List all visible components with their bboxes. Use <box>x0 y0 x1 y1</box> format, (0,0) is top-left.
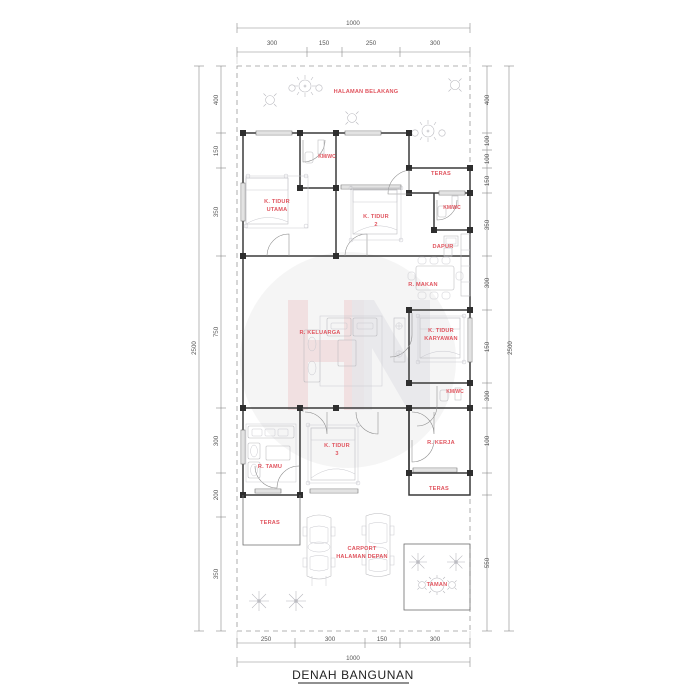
dim-right-total: 2500 <box>507 341 514 355</box>
dim-right-seg-9: 100 <box>484 435 491 446</box>
dim-left-seg-2: 150 <box>213 145 220 156</box>
dim-bottom-seg-3: 150 <box>377 636 388 643</box>
halaman-belakang-area: HALAMAN BELAKANG <box>263 75 462 142</box>
dim-left-seg-3: 350 <box>213 206 220 217</box>
dim-right-seg-6: 300 <box>484 277 491 288</box>
room-label-dapur: DAPUR <box>433 244 454 250</box>
furniture-living-guest <box>245 423 297 483</box>
room-label-kamar-tidur-2-num: 2 <box>374 222 377 228</box>
structural-columns <box>240 130 473 498</box>
room-label-kamar-tidur-utama: K. TIDUR <box>264 199 290 205</box>
furniture-bed-2 <box>348 185 404 243</box>
dimension-bottom: 250 300 150 300 1000 <box>236 631 471 667</box>
dim-bottom-total: 1000 <box>346 655 360 662</box>
page-title: DENAH BANGUNAN <box>292 668 414 682</box>
windows <box>240 130 473 494</box>
dimension-right: 400 100 100 150 350 300 150 300 100 550 … <box>482 65 514 632</box>
furniture-bed-3 <box>305 422 361 486</box>
dimension-left: 2500 400 150 350 750 300 200 350 <box>191 65 226 632</box>
room-label-ruang-tamu: R. TAMU <box>258 464 282 470</box>
palm-symbol <box>249 591 269 611</box>
dim-bottom-seg-1: 250 <box>261 636 272 643</box>
room-label-carport: CARPORT <box>347 546 376 552</box>
room-label-kamar-mandi-2: KM/WC <box>443 205 461 211</box>
palm-symbol <box>447 553 465 571</box>
room-label-halaman-belakang: HALAMAN BELAKANG <box>334 89 399 95</box>
dim-right-seg-3: 100 <box>484 153 491 164</box>
room-label-ruang-keluarga: R. KELUARGA <box>299 330 340 336</box>
palm-symbol <box>409 553 427 571</box>
room-label-kamar-tidur-3: K. TIDUR <box>324 443 350 449</box>
room-label-teras-depan: TERAS <box>260 520 280 526</box>
furniture-cabinet <box>393 317 406 363</box>
watermark <box>240 252 456 468</box>
plant-symbol <box>448 78 462 92</box>
furniture-bathroom-right <box>437 195 459 218</box>
furniture-dining <box>407 256 464 300</box>
car-symbol-right <box>361 513 395 577</box>
dim-left-seg-1: 400 <box>213 94 220 105</box>
dim-bottom-seg-2: 300 <box>325 636 336 643</box>
dim-right-seg-5: 350 <box>484 219 491 230</box>
dim-top-seg-2: 150 <box>319 40 330 47</box>
dim-left-seg-4: 750 <box>213 326 220 337</box>
dim-left-total: 2500 <box>191 341 198 355</box>
teras-depan-outline <box>242 495 301 546</box>
furniture-bathroom-lower <box>439 387 462 402</box>
drawing-title-group: DENAH BANGUNAN <box>292 668 414 684</box>
dim-left-seg-5: 300 <box>213 435 220 446</box>
room-label-teras-belakang: TERAS <box>431 171 451 177</box>
room-label-teras-kanan: TERAS <box>429 486 449 492</box>
dim-top-seg-1: 300 <box>267 40 278 47</box>
dim-top-total: 1000 <box>346 20 360 27</box>
dim-left-seg-7: 350 <box>213 568 220 579</box>
palm-symbol <box>286 591 306 611</box>
plant-symbol <box>263 93 277 107</box>
dim-right-seg-10: 550 <box>484 557 491 568</box>
room-label-halaman-depan: HALAMAN DEPAN <box>336 554 388 560</box>
plant-symbol <box>345 111 359 125</box>
room-label-kamar-mandi-3: KM/WC <box>446 389 464 395</box>
dim-top-seg-4: 300 <box>430 40 441 47</box>
taman-area <box>403 543 471 611</box>
room-label-ruang-kerja: R. KERJA <box>427 440 455 446</box>
bush-symbol <box>417 575 457 595</box>
dimension-top: 1000 300 150 250 300 <box>236 20 471 64</box>
dim-left-seg-6: 200 <box>213 489 220 500</box>
car-symbol-left <box>302 514 336 586</box>
room-label-kamar-tidur-utama-2: UTAMA <box>267 207 288 213</box>
plant-symbol <box>288 75 323 97</box>
furniture-bathroom-upper <box>304 139 325 164</box>
room-label-kamar-tidur-2: K. TIDUR <box>363 214 389 220</box>
furniture-room-outline-master <box>243 173 309 229</box>
dim-right-seg-1: 400 <box>484 94 491 105</box>
dim-bottom-seg-4: 300 <box>430 636 441 643</box>
furniture-living-family <box>303 315 383 387</box>
room-labels: KM/WC K. TIDUR UTAMA K. TIDUR 2 TERAS KM… <box>258 154 464 588</box>
furniture-bed-karyawan <box>415 313 467 365</box>
dim-right-seg-2: 100 <box>484 135 491 146</box>
room-label-kamar-tidur-karyawan-2: KARYAWAN <box>424 336 458 342</box>
room-label-kamar-mandi-utama: KM/WC <box>318 154 336 160</box>
room-label-kamar-tidur-3-num: 3 <box>335 451 338 457</box>
room-label-kamar-tidur-karyawan: K. TIDUR <box>428 328 454 334</box>
halaman-depan-plants <box>249 591 306 611</box>
furniture-kitchen <box>443 233 471 297</box>
dim-right-seg-8: 300 <box>484 390 491 401</box>
dim-right-seg-4: 150 <box>484 175 491 186</box>
room-label-ruang-makan: R. MAKAN <box>408 282 438 288</box>
plant-symbol <box>411 120 446 142</box>
room-label-taman: TAMAN <box>427 582 448 588</box>
dim-top-seg-3: 250 <box>366 40 377 47</box>
dim-right-seg-7: 150 <box>484 341 491 352</box>
